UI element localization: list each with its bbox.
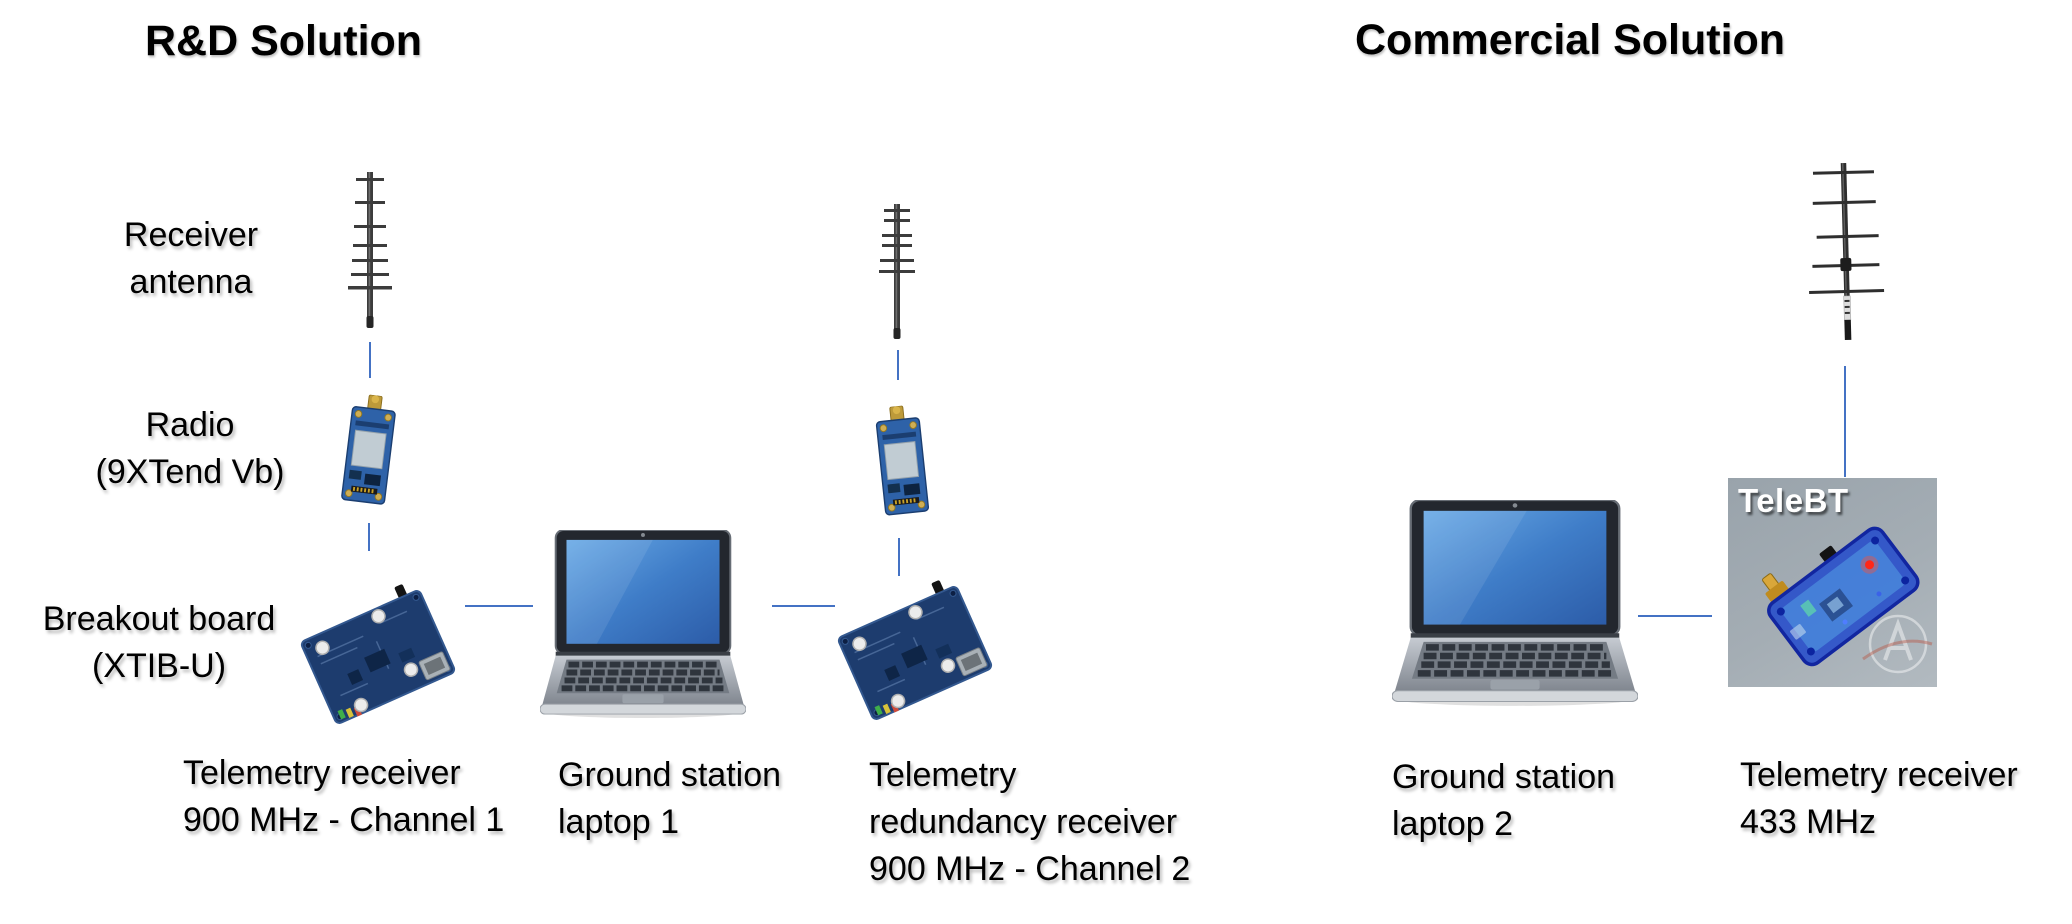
connector-radio1-breakout1 <box>368 523 370 551</box>
connector-antenna2-radio2 <box>897 350 899 380</box>
label-telemetry-receiver-433: Telemetry receiver 433 MHz <box>1740 752 2018 846</box>
ground-station-laptop-2-icon <box>1392 500 1638 706</box>
label-line: 900 MHz - Channel 2 <box>869 850 1191 888</box>
label-breakout-board: Breakout board (XTIB-U) <box>28 596 290 690</box>
connector-antenna3-telebt <box>1844 366 1846 477</box>
label-ground-station-laptop-2: Ground station laptop 2 <box>1392 754 1615 848</box>
label-telemetry-receiver-1: Telemetry receiver 900 MHz - Channel 1 <box>183 750 504 844</box>
commercial-section-title: Commercial Solution <box>1355 16 1786 64</box>
label-line: laptop 1 <box>558 803 679 841</box>
radio-9xtend-2-icon <box>875 405 930 516</box>
breakout-board-2-icon <box>837 580 993 720</box>
label-line: laptop 2 <box>1392 805 1513 843</box>
label-line: Telemetry receiver <box>1740 756 2018 794</box>
connector-breakout1-laptop1 <box>465 605 533 607</box>
connector-laptop1-breakout2 <box>772 605 835 607</box>
label-line: Radio <box>145 406 235 444</box>
receiver-antenna-2-icon <box>879 204 915 339</box>
label-line: Receiver <box>123 216 259 254</box>
connector-antenna1-radio1 <box>369 342 371 378</box>
ground-station-laptop-1-icon <box>540 530 746 719</box>
label-radio: Radio (9XTend Vb) <box>75 402 305 496</box>
label-line: Breakout board <box>42 600 276 638</box>
connector-laptop2-telebt <box>1638 615 1712 617</box>
label-line: Ground station <box>1392 758 1616 796</box>
label-line: Telemetry <box>869 756 1017 794</box>
label-line: antenna <box>129 263 253 301</box>
receiver-antenna-1-icon <box>348 172 392 328</box>
telebt-device-label: TeleBT <box>1738 482 1849 519</box>
telebt-photo-panel: TeleBT <box>1728 478 1937 687</box>
connector-radio2-breakout2 <box>898 538 900 576</box>
label-line: (9XTend Vb) <box>95 453 285 491</box>
telebt-receiver-icon <box>1762 526 1933 674</box>
breakout-board-1-icon <box>300 584 456 724</box>
label-line: 433 MHz <box>1740 803 1877 841</box>
watermark-logo <box>1868 614 1928 674</box>
rd-section-title: R&D Solution <box>145 17 423 65</box>
label-telemetry-redundancy-receiver: Telemetry redundancy receiver 900 MHz - … <box>869 752 1190 893</box>
label-line: Telemetry receiver <box>183 754 461 792</box>
label-ground-station-laptop-1: Ground station laptop 1 <box>558 752 781 846</box>
label-line: 900 MHz - Channel 1 <box>183 801 505 839</box>
label-line: Ground station <box>558 756 782 794</box>
label-line: (XTIB-U) <box>91 647 227 685</box>
label-receiver-antenna: Receiver antenna <box>105 212 277 306</box>
label-line: redundancy receiver <box>869 803 1178 841</box>
receiver-antenna-433-icon <box>1809 162 1885 341</box>
radio-9xtend-1-icon <box>341 394 396 505</box>
